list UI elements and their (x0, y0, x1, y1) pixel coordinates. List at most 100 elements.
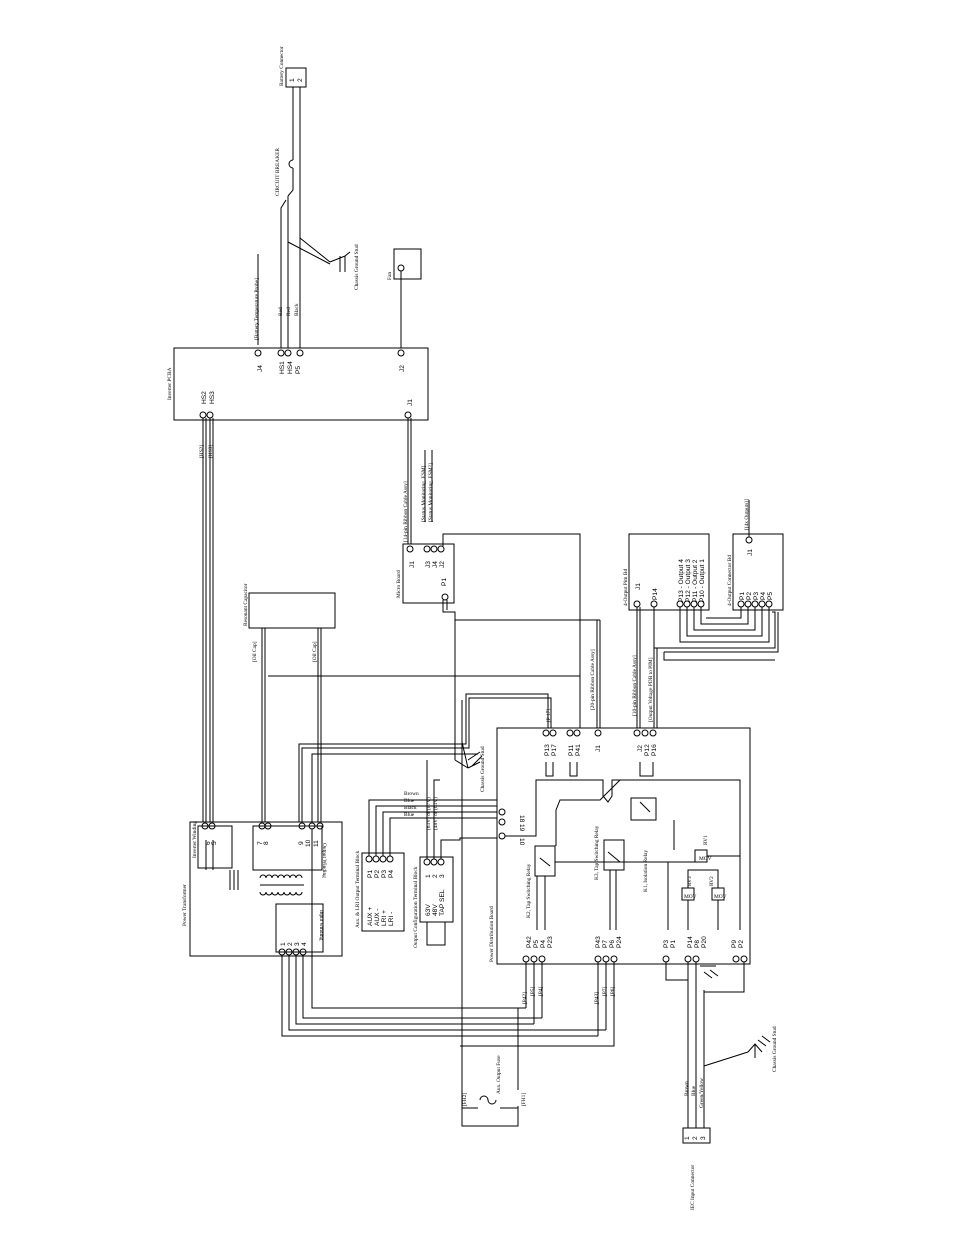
svg-text:P4: P4 (540, 940, 547, 948)
svg-text:Blue: Blue (691, 1085, 697, 1096)
aux-lri-terminal-block: Aux. & LRI Output Terminal Block AUX + A… (355, 850, 405, 932)
inverter-pcba-label: Inverter PCBA (167, 367, 173, 400)
svg-text:J1: J1 (407, 399, 414, 406)
svg-text:RV2: RV2 (709, 876, 715, 886)
svg-text:Red: Red (286, 307, 292, 316)
svg-text:9: 9 (298, 841, 305, 845)
svg-text:4-Output Pim Bd: 4-Output Pim Bd (623, 569, 629, 606)
svg-text:J2: J2 (399, 365, 406, 372)
svg-text:[P42]: [P42] (522, 992, 528, 1004)
svg-text:1: 1 (684, 1136, 691, 1140)
svg-text:P5: P5 (295, 366, 302, 374)
svg-text:Resonant Capacitor: Resonant Capacitor (243, 583, 249, 626)
svg-text:P11: P11 (568, 744, 575, 756)
svg-text:[Status Monitoring, ESM]: [Status Monitoring, ESM] (421, 465, 427, 522)
svg-text:TAP SEL: TAP SEL (439, 889, 446, 916)
svg-text:P1: P1 (670, 940, 677, 948)
svg-text:Black: Black (404, 805, 417, 811)
svg-text:MOV: MOV (684, 894, 697, 900)
svg-text:1: 1 (280, 942, 287, 946)
svg-text:[HS3]: [HS3] (208, 445, 214, 458)
svg-text:P23: P23 (547, 936, 554, 948)
four-output-connector-board: 4-Output Connector Bd P1 P2 P3 P4 P5 J1 (727, 533, 784, 611)
svg-text:4-Output Connector Bd: 4-Output Connector Bd (727, 555, 733, 606)
svg-text:[20-pin Ribbon Cable Assy]: [20-pin Ribbon Cable Assy] (590, 649, 596, 710)
svg-text:1: 1 (289, 78, 296, 82)
svg-text:10: 10 (518, 838, 525, 846)
svg-text:Green/Yellow: Green/Yellow (699, 1078, 705, 1108)
svg-text:P13: P13 (544, 744, 551, 756)
fan: Fan (387, 248, 422, 280)
svg-text:K3, Tap Switching Relay: K3, Tap Switching Relay (594, 825, 600, 880)
svg-text:K2, Tap Switching Relay: K2, Tap Switching Relay (526, 863, 532, 918)
svg-text:[Oil Cap]: [Oil Cap] (252, 641, 258, 662)
svg-text:Output Configuration Terminal: Output Configuration Terminal Block (412, 866, 419, 948)
inverter-pcba: Inverter PCBA J4 HS1 HS4 P5 J2 HS2 HS3 J… (167, 347, 429, 421)
svg-text:P20: P20 (701, 936, 708, 948)
svg-text:1: 1 (425, 874, 432, 878)
svg-text:Brown: Brown (684, 1081, 690, 1096)
svg-text:J2: J2 (439, 561, 446, 568)
svg-text:P1: P1 (441, 578, 448, 586)
svg-text:J4: J4 (432, 561, 439, 568)
svg-text:Chassis Ground Stud: Chassis Ground Stud (480, 746, 486, 792)
svg-text:J2: J2 (637, 745, 644, 752)
svg-text:48V: 48V (432, 904, 439, 916)
svg-text:P5: P5 (767, 592, 774, 600)
svg-text:[P5]: [P5] (530, 987, 536, 996)
micro-board: Micro Board J1 J3 J4 J2 P1 (396, 543, 455, 604)
svg-text:HS4: HS4 (287, 361, 294, 374)
svg-text:MOV: MOV (699, 856, 712, 862)
svg-text:P2: P2 (374, 870, 381, 878)
svg-text:P2: P2 (746, 592, 753, 600)
battery-temp-probe: [Battery Temperature Probe] (254, 278, 260, 340)
svg-text:Chassis Ground Stud: Chassis Ground Stud (772, 1026, 778, 1072)
svg-text:[P43]: [P43] (594, 992, 600, 1004)
svg-text:P14: P14 (687, 936, 694, 948)
svg-text:[Output Voltage PDB to PIM]: [Output Voltage PDB to PIM] (648, 657, 654, 722)
svg-text:3: 3 (700, 1136, 707, 1140)
aux-output-fuse: Aux. Output Fuse [FH2] [FH1] (461, 700, 527, 1127)
svg-text:HS1: HS1 (279, 361, 286, 374)
svg-text:Blue: Blue (404, 812, 415, 818)
svg-text:P12 - Output 3: P12 - Output 3 (685, 559, 692, 602)
svg-text:[FH2]: [FH2] (462, 1093, 468, 1106)
svg-text:Blue: Blue (404, 798, 415, 804)
svg-text:Power Distribution Board: Power Distribution Board (489, 906, 495, 962)
svg-text:P43: P43 (595, 936, 602, 948)
svg-text:3: 3 (439, 874, 446, 878)
svg-text:19: 19 (518, 824, 525, 832)
svg-text:[Oil Cap]: [Oil Cap] (312, 641, 318, 662)
svg-text:P3: P3 (663, 940, 670, 948)
svg-text:K1, Isolation Relay: K1, Isolation Relay (643, 850, 649, 892)
svg-text:Micro Board: Micro Board (396, 570, 402, 598)
svg-text:Input winding: Input winding (318, 910, 324, 941)
svg-text:Black: Black (294, 303, 300, 316)
circuit-breaker-label: CIRCUIT BREAKER (275, 148, 281, 196)
svg-text:P3: P3 (381, 870, 388, 878)
svg-text:P41: P41 (575, 744, 582, 756)
chassis-ground-bottom: Chassis Ground Stud (703, 1026, 778, 1072)
battery-connector: Battery Connector 1 2 (279, 46, 307, 88)
svg-text:2: 2 (432, 874, 439, 878)
svg-text:6: 6 (205, 841, 212, 845)
svg-text:8: 8 (263, 841, 270, 845)
svg-text:2: 2 (287, 942, 294, 946)
svg-text:[(4x Outputs)]: [(4x Outputs)] (743, 499, 750, 530)
chassis-ground-mid: Chassis Ground Stud (454, 741, 486, 792)
svg-text:7: 7 (257, 841, 264, 845)
svg-text:J1: J1 (747, 549, 754, 556)
svg-text:HS2: HS2 (201, 391, 208, 404)
svg-text:2: 2 (297, 78, 304, 82)
svg-text:P10 - Output 1: P10 - Output 1 (699, 559, 706, 602)
svg-text:5: 5 (211, 841, 218, 845)
svg-text:Fan: Fan (387, 272, 393, 280)
svg-text:AUX +: AUX + (367, 907, 374, 926)
iec-input-connector: 1 2 3 IEC Input Connector (682, 1127, 711, 1210)
svg-text:63V: 63V (425, 904, 432, 916)
svg-text:Aux. Output Fuse: Aux. Output Fuse (496, 1055, 502, 1094)
svg-text:P16: P16 (651, 744, 658, 756)
svg-text:P4: P4 (388, 870, 395, 878)
resonant-capacitor: Resonant Capacitor (243, 583, 336, 629)
